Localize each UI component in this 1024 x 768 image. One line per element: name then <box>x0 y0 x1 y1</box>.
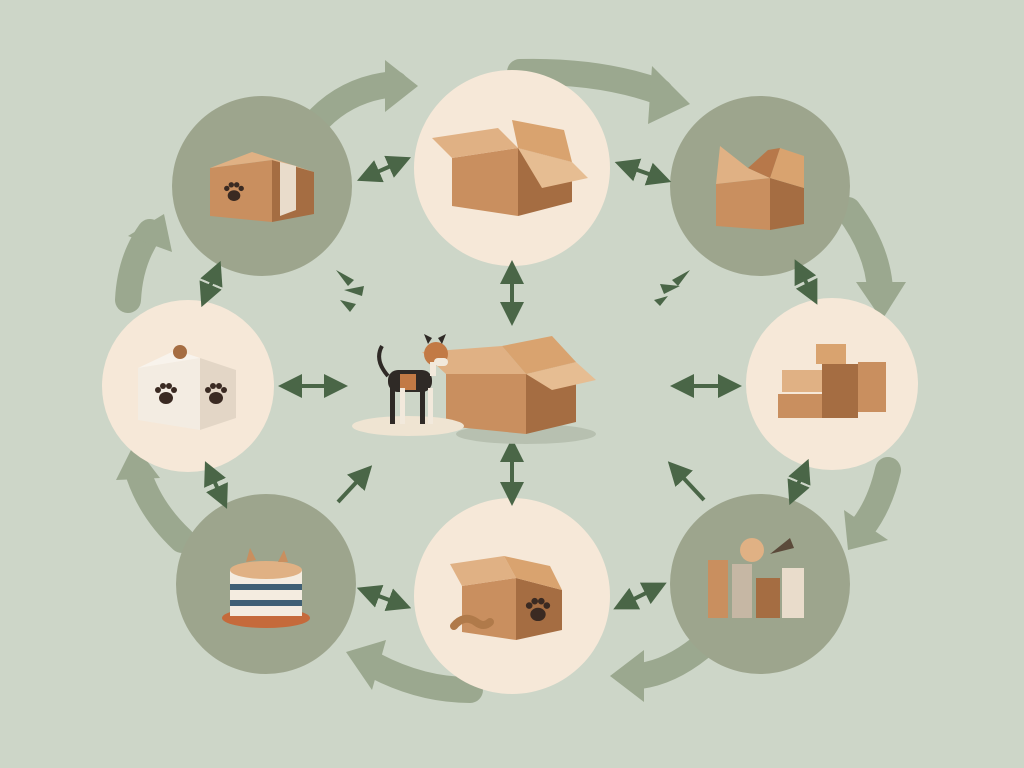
connector-tr-right <box>794 259 818 305</box>
cycle-arrow-bl-to-l <box>125 459 195 553</box>
leaf-sprig-right-icon <box>654 270 690 306</box>
connector-left-bl <box>204 461 228 509</box>
cycle-arrow-r-to-br <box>849 457 901 541</box>
cycle-arrows <box>115 58 906 703</box>
open-box-icon <box>422 336 596 444</box>
connector-tl-left <box>199 260 223 308</box>
connector-bl-center <box>336 465 373 504</box>
cycle-arrow-head-tr-r <box>856 282 906 320</box>
cycle-arrow-bc-to-bl <box>359 651 483 703</box>
connector-bc-br <box>613 582 667 610</box>
cycle-arrow-br-to-bc <box>627 635 713 689</box>
cycle-arrow-head-r-br <box>844 510 888 550</box>
connectors <box>199 155 818 612</box>
node-bottom-center <box>414 498 610 694</box>
packaging-pile-icon <box>708 538 804 618</box>
leaf-sprig-left-icon <box>336 270 364 312</box>
cake-tin-icon <box>222 548 310 628</box>
paw-print-box-icon <box>138 345 236 430</box>
cycle-arrow-head-l-tl <box>128 214 172 252</box>
connector-bl-bc <box>356 584 412 612</box>
paw-box-icon <box>450 556 562 640</box>
node-top-center <box>414 70 610 266</box>
node-left <box>102 300 274 472</box>
stacked-boxes-icon <box>778 344 886 418</box>
connector-right-br <box>787 458 811 506</box>
cycle-arrow-head-bc-bl <box>346 640 386 690</box>
node-top-left <box>172 96 352 276</box>
cycle-arrow-tc-to-tr <box>507 58 673 105</box>
connector-br-center <box>667 461 706 502</box>
node-bottom-left <box>176 494 356 674</box>
taped-box-icon <box>210 152 314 222</box>
connector-tl-tc <box>357 155 411 183</box>
node-top-right <box>670 96 850 276</box>
connector-tc-tr <box>614 158 672 186</box>
node-right <box>746 298 918 470</box>
node-bottom-right <box>670 494 850 674</box>
cycle-arrow-head-tc-tr <box>648 66 690 124</box>
open-box-icon <box>432 120 588 216</box>
dog-icon <box>352 334 464 436</box>
flaps-open-box-icon <box>716 146 804 230</box>
cycle-arrow-head-bl-l <box>116 444 160 480</box>
cycle-arrow-head-br-bc <box>610 650 644 702</box>
cycle-arrow-head-tl-tc <box>385 60 418 112</box>
nodes <box>102 70 918 694</box>
